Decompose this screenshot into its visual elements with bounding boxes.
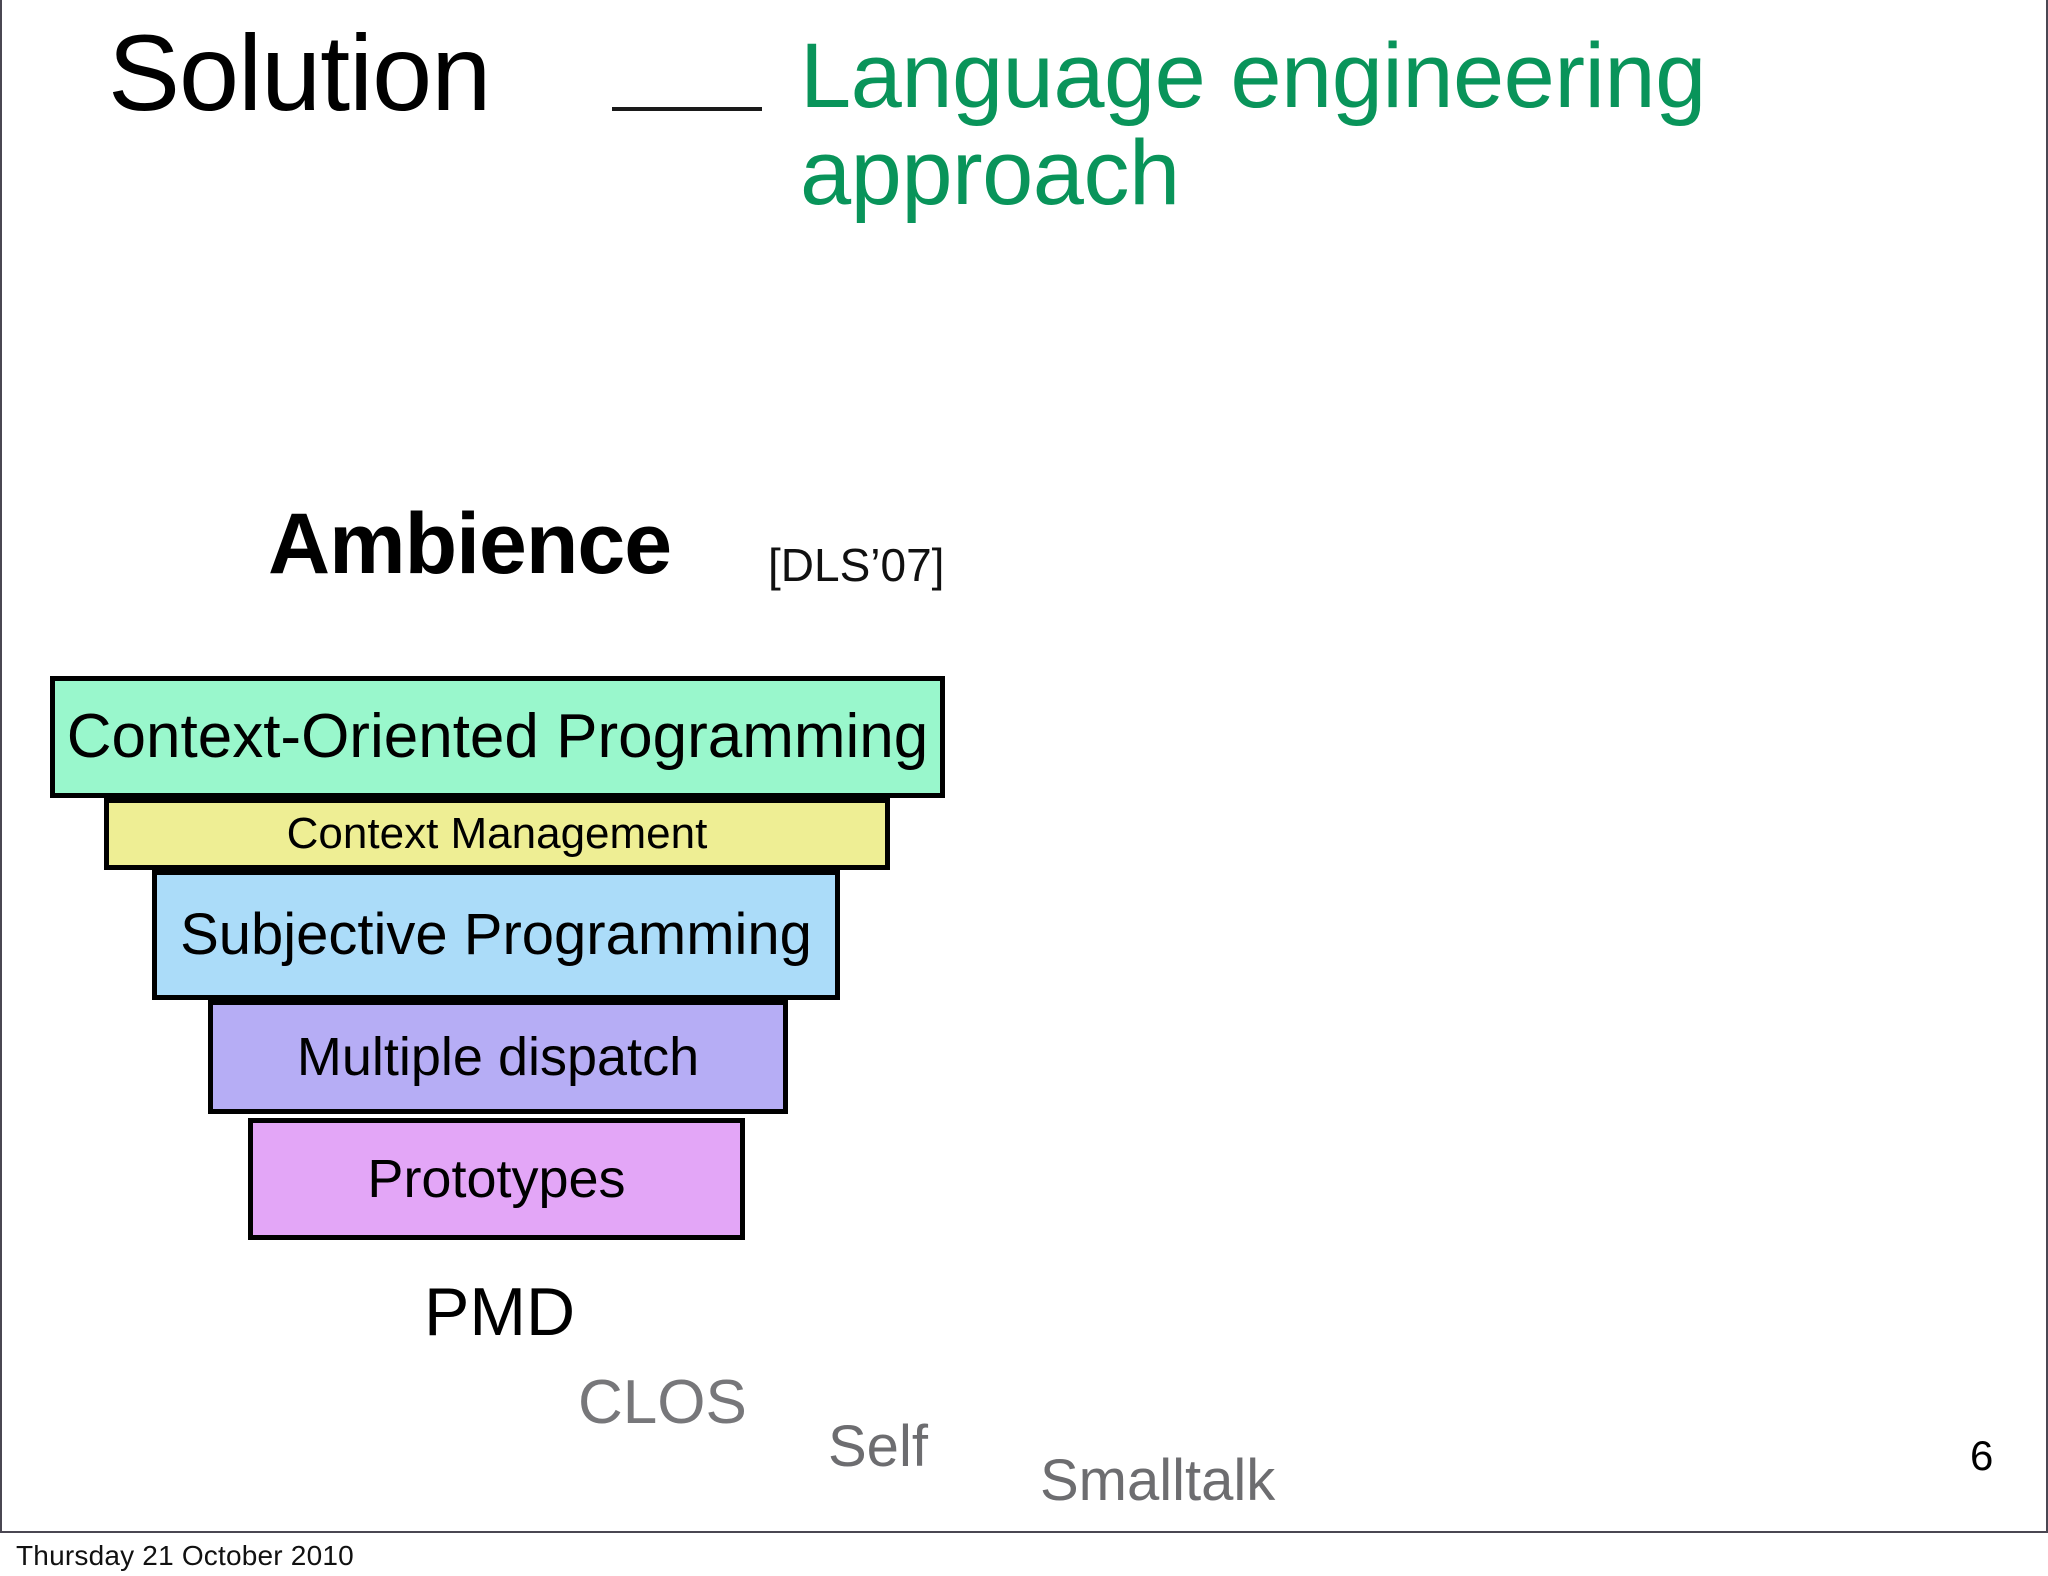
stack-layer-label: Context-Oriented Programming — [66, 702, 929, 771]
horizontal-rule-icon — [612, 107, 762, 111]
footer-date: Thursday 21 October 2010 — [16, 1540, 354, 1571]
section-citation: [DLS’07] — [768, 539, 945, 591]
stack-layer-multiple-dispatch: Multiple dispatch — [208, 1000, 788, 1114]
section-heading: Ambience — [268, 496, 672, 592]
stack-layer-label: Context Management — [286, 809, 708, 858]
slide-border-left — [0, 0, 2, 1533]
slide-border-right — [2046, 0, 2048, 1533]
slide-title-row: Solution Language engineering approach — [0, 12, 2048, 221]
language-label-pmd: PMD — [424, 1274, 576, 1350]
layer-stack-diagram: Context-Oriented Programming Context Man… — [50, 676, 945, 1240]
stack-layer-prototypes: Prototypes — [248, 1118, 745, 1240]
slide-subtitle: Language engineering approach — [800, 25, 1706, 224]
language-label-clos: CLOS — [578, 1368, 747, 1437]
stack-layer-label: Multiple dispatch — [296, 1027, 700, 1087]
stack-layer-context-oriented-programming: Context-Oriented Programming — [50, 676, 945, 798]
stack-layer-context-management: Context Management — [104, 798, 890, 870]
page-title: Solution — [108, 12, 491, 133]
stack-layer-label: Prototypes — [367, 1149, 626, 1209]
stack-layer-subjective-programming: Subjective Programming — [152, 870, 840, 1000]
page-number: 6 — [1970, 1432, 1994, 1479]
stack-layer-label: Subjective Programming — [180, 902, 812, 967]
language-label-smalltalk: Smalltalk — [1040, 1448, 1276, 1513]
slide-canvas: Solution Language engineering approach A… — [0, 0, 2048, 1533]
language-label-self: Self — [828, 1414, 928, 1479]
